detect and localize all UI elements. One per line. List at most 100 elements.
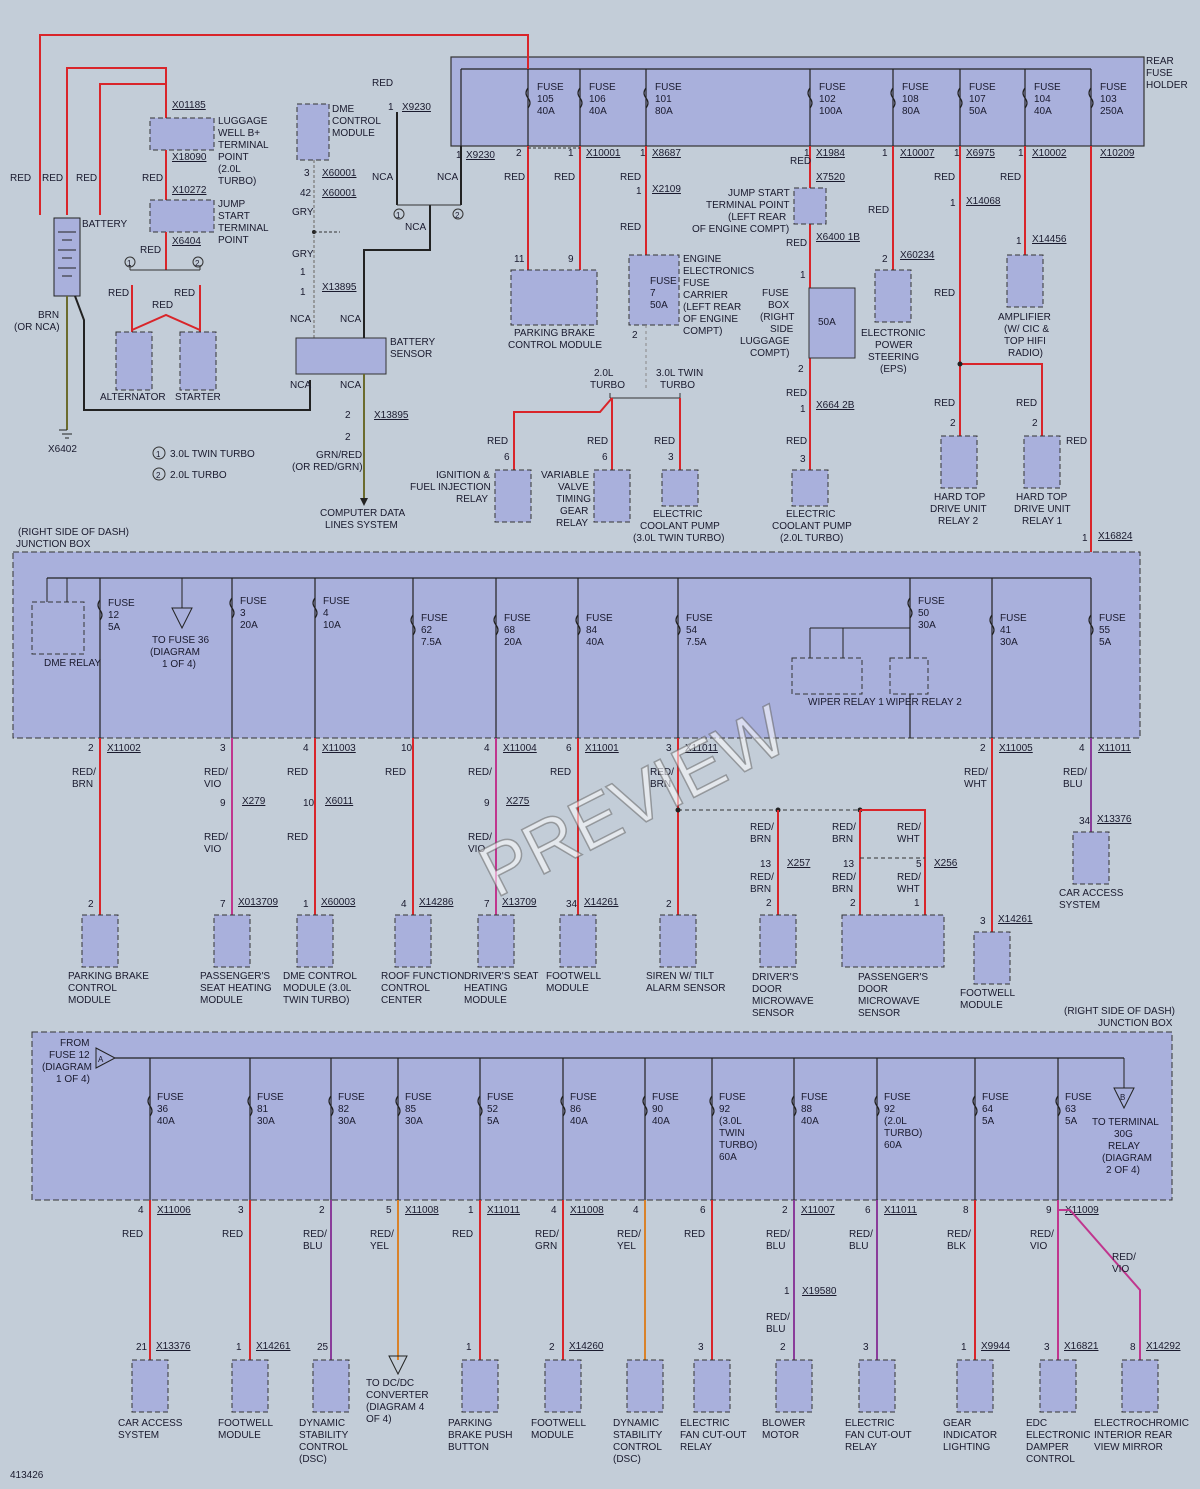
pin-number: 4 — [303, 743, 309, 754]
fuse-symbol — [1088, 87, 1094, 109]
svg-text:6: 6 — [504, 452, 510, 463]
fuse-symbol — [989, 614, 995, 636]
svg-text:1: 1 — [804, 148, 810, 159]
bottom-component — [461, 1359, 499, 1413]
pin-number: 3 — [698, 1342, 704, 1353]
pin-number: 34 — [566, 899, 578, 910]
svg-text:1: 1 — [640, 148, 646, 159]
connector-id: X279 — [242, 796, 266, 807]
pin-number: 7 — [220, 899, 226, 910]
connector-id: X11005 — [999, 743, 1033, 754]
brn-label: BRN(OR NCA) — [14, 310, 60, 333]
connector-id: X11007 — [801, 1205, 835, 1216]
wire-color: RED/WHT — [964, 767, 988, 790]
pin-number: 10 — [303, 798, 315, 809]
dme-relay — [31, 601, 85, 655]
pin-number: 9 — [484, 798, 490, 809]
middle-component — [841, 914, 945, 968]
svg-text:X01185: X01185 — [172, 100, 206, 111]
svg-text:RED: RED — [620, 172, 641, 183]
wiper-relay-1 — [791, 657, 863, 695]
wire-color: RED/BLU — [766, 1229, 790, 1252]
pin-number: 5 — [386, 1205, 392, 1216]
wire-color: RED/VIO — [204, 832, 228, 855]
svg-text:1: 1 — [636, 186, 642, 197]
jb2-title: (RIGHT SIDE OF DASH)JUNCTION BOX — [1064, 1006, 1175, 1029]
svg-text:6: 6 — [602, 452, 608, 463]
svg-text:X13895: X13895 — [374, 410, 409, 421]
svg-text:X16824: X16824 — [1098, 531, 1133, 542]
middle-wire — [859, 809, 926, 915]
svg-text:RED: RED — [1016, 398, 1037, 409]
fuse-symbol — [709, 1095, 715, 1117]
connector-id: X257 — [787, 858, 811, 869]
pin-number: 5 — [916, 859, 922, 870]
wire-color: RED/BLU — [303, 1229, 327, 1252]
svg-text:50A: 50A — [818, 317, 836, 328]
svg-text:X9230: X9230 — [402, 102, 431, 113]
wire-color: RED/VIO — [1030, 1229, 1054, 1252]
bottom-wire — [1058, 1209, 1141, 1360]
fuse-symbol — [642, 1095, 648, 1117]
svg-text:X10209: X10209 — [1100, 148, 1135, 159]
battery-sensor — [295, 337, 387, 375]
svg-text:RED: RED — [654, 436, 675, 447]
middle-component — [559, 914, 597, 968]
wire-color: RED/VIO — [204, 767, 228, 790]
pin-number: 1 — [236, 1342, 242, 1353]
svg-text:X2109: X2109 — [652, 184, 681, 195]
svg-text:RED: RED — [10, 173, 31, 184]
svg-text:RED: RED — [372, 78, 393, 89]
wire-color: RED/BRN — [72, 767, 96, 790]
svg-text:X18090: X18090 — [172, 152, 207, 163]
svg-text:X14456: X14456 — [1032, 234, 1067, 245]
svg-text:11: 11 — [514, 254, 525, 265]
middle-component — [296, 914, 334, 968]
svg-text:STARTER: STARTER — [175, 392, 221, 403]
svg-text:WIPER RELAY 1: WIPER RELAY 1 — [808, 697, 884, 708]
connector-id: X11001 — [585, 743, 619, 754]
coolant-pump-20 — [791, 469, 829, 507]
svg-text:1: 1 — [156, 450, 161, 459]
svg-text:2: 2 — [950, 418, 956, 429]
fuse-symbol — [1088, 614, 1094, 636]
pin-number: 1 — [466, 1342, 472, 1353]
starter — [179, 331, 217, 391]
svg-text:RED: RED — [504, 172, 525, 183]
bottom-component — [626, 1359, 664, 1413]
fuse-symbol — [97, 599, 103, 621]
connector-id: X16821 — [1064, 1341, 1099, 1352]
fuse-symbol — [807, 87, 813, 109]
battery — [53, 217, 81, 297]
wire-color: RED/BLU — [849, 1229, 873, 1252]
svg-text:RED: RED — [620, 222, 641, 233]
fuse-symbol — [1055, 1095, 1061, 1117]
svg-text:X10272: X10272 — [172, 185, 207, 196]
fuse-symbol — [525, 87, 531, 109]
wire-color: RED/BRN — [832, 872, 856, 895]
wire-color: RED/VIO — [468, 832, 492, 855]
